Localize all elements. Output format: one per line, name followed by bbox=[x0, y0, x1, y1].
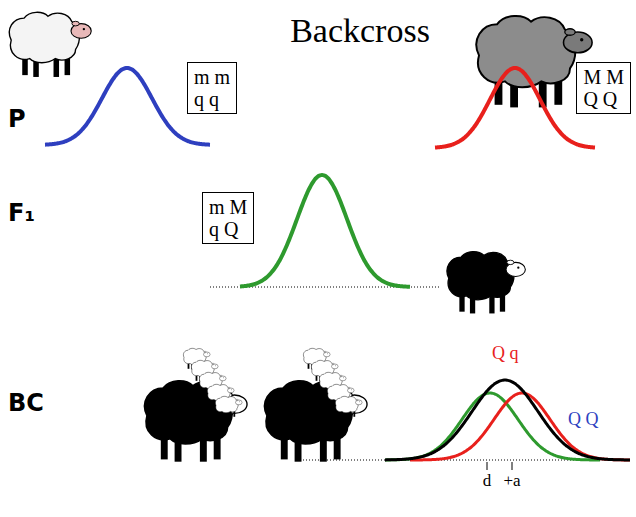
curve-label: Q Q bbox=[568, 410, 599, 430]
black-sheep bbox=[447, 252, 525, 314]
bell-curve bbox=[410, 393, 630, 460]
genotype-text: M M bbox=[583, 66, 624, 88]
genotype-text: Q Q bbox=[583, 88, 624, 110]
genotype-box: m mq q bbox=[187, 62, 237, 114]
distribution-curves bbox=[45, 68, 630, 460]
black-flock bbox=[145, 381, 247, 462]
title: Backcross bbox=[290, 12, 430, 49]
genotype-box: m Mq Q bbox=[202, 192, 254, 244]
black-flock bbox=[265, 381, 367, 462]
row-label: P bbox=[8, 106, 26, 132]
curve-label: Q q bbox=[492, 344, 519, 364]
axis-label: d bbox=[483, 472, 492, 491]
genotype-box: M MQ Q bbox=[576, 62, 631, 114]
white-lamb bbox=[215, 396, 242, 417]
row-label: F₁ bbox=[8, 200, 35, 226]
sheep-pictures bbox=[9, 12, 592, 461]
bell-curve bbox=[435, 68, 595, 148]
genotype-text: m m bbox=[194, 66, 230, 88]
bell-curve bbox=[385, 393, 600, 460]
bell-curve bbox=[385, 380, 630, 460]
bell-curve bbox=[240, 175, 410, 287]
bell-curve bbox=[45, 68, 210, 145]
row-label: BC bbox=[8, 390, 44, 416]
genotype-text: q q bbox=[194, 88, 230, 110]
white-lamb bbox=[335, 396, 362, 417]
white-sheep bbox=[9, 12, 91, 77]
tick-mark bbox=[487, 462, 488, 470]
tick-mark bbox=[512, 462, 513, 470]
baseline bbox=[300, 460, 600, 461]
genotype-text: m M bbox=[209, 196, 247, 218]
axis-label: +a bbox=[503, 472, 520, 491]
genotype-text: q Q bbox=[209, 218, 247, 240]
